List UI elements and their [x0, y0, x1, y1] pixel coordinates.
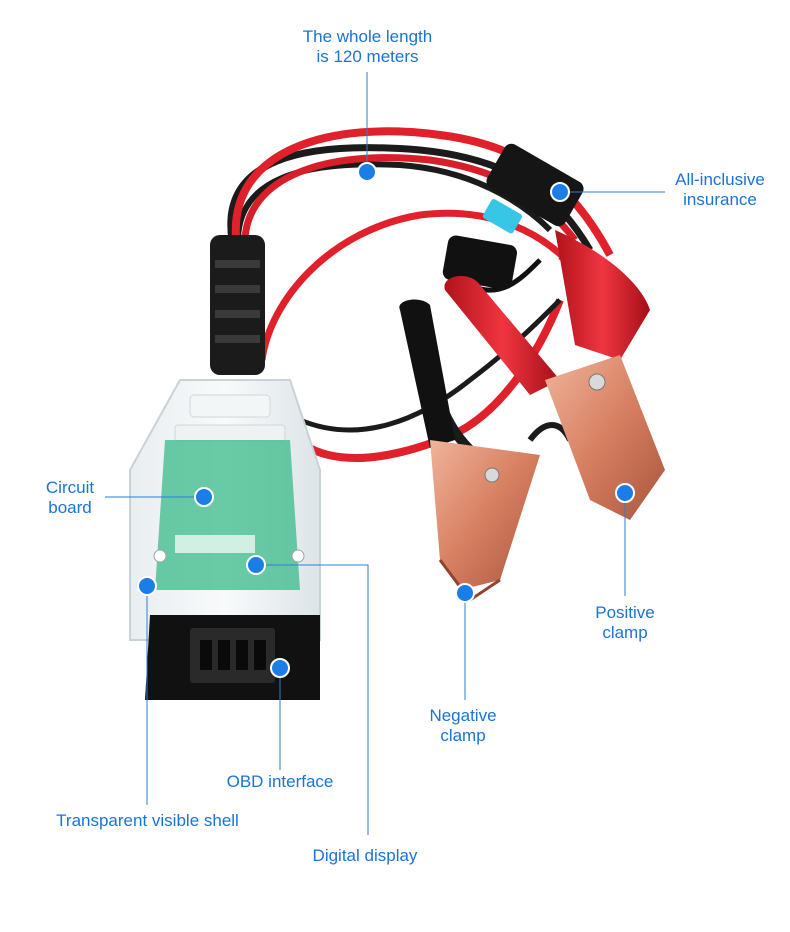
- strain-relief: [210, 235, 265, 375]
- callout-insurance: All-inclusive insurance: [660, 170, 780, 210]
- obd-connector: [145, 615, 320, 700]
- callout-length-line1: The whole length: [302, 27, 433, 46]
- dot-negative: [455, 583, 475, 603]
- dot-circuit: [194, 487, 214, 507]
- callout-positive-line1: Positive: [595, 603, 655, 622]
- callout-length-line2: is 120 meters: [316, 47, 419, 66]
- callout-circuit: Circuit board: [30, 478, 110, 518]
- callout-shell: Transparent visible shell: [40, 811, 255, 831]
- leader-lines: [105, 72, 665, 835]
- callout-dots: [137, 162, 635, 678]
- callout-negative-line1: Negative: [429, 706, 497, 725]
- dot-shell: [137, 576, 157, 596]
- circuit-board: [153, 440, 305, 590]
- callout-insurance-line2: insurance: [683, 190, 757, 209]
- callout-positive-line2: clamp: [602, 623, 648, 642]
- callout-negative-line2: clamp: [440, 726, 486, 745]
- dot-length: [357, 162, 377, 182]
- positive-clamp: [444, 230, 665, 520]
- dot-display: [246, 555, 266, 575]
- callout-obd: OBD interface: [210, 772, 350, 792]
- callout-circuit-line2: board: [48, 498, 92, 517]
- dot-obd: [270, 658, 290, 678]
- callout-circuit-line1: Circuit: [45, 478, 95, 497]
- callout-insurance-line1: All-inclusive: [675, 170, 765, 189]
- callout-negative: Negative clamp: [413, 706, 513, 746]
- callout-positive: Positive clamp: [575, 603, 675, 643]
- negative-clamp: [399, 299, 540, 603]
- callout-display: Digital display: [295, 846, 435, 866]
- callout-shell-line1: Transparent visible shell: [56, 811, 239, 830]
- dot-positive: [615, 483, 635, 503]
- dot-insurance: [550, 182, 570, 202]
- callout-display-line1: Digital display: [312, 846, 418, 865]
- callout-obd-line1: OBD interface: [226, 772, 334, 791]
- callout-length: The whole length is 120 meters: [265, 27, 470, 67]
